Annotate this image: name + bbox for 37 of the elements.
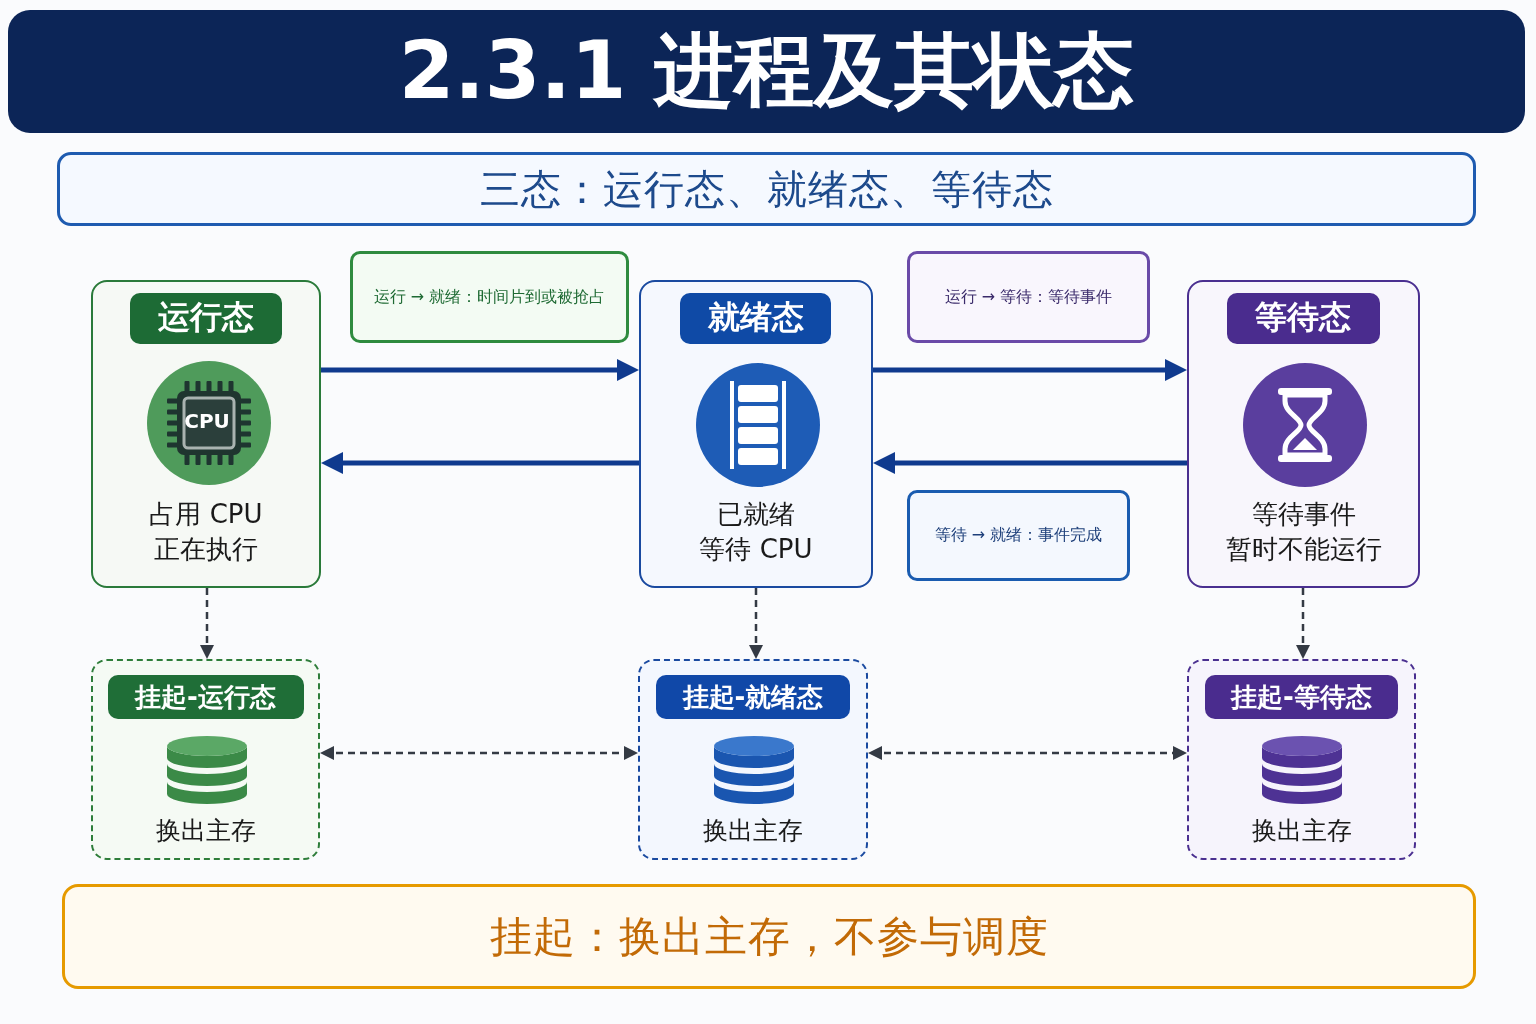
- dashed-arrow: [868, 746, 1187, 760]
- state-box: [639, 280, 873, 588]
- description-text: 换出主存: [703, 816, 803, 846]
- title-banner: 2.3.1 进程及其状态: [8, 10, 1525, 133]
- suspended-state-box: [638, 659, 868, 860]
- description-text: 换出主存: [1251, 816, 1352, 846]
- arrow: [321, 359, 639, 381]
- dashed-arrow: [1296, 588, 1310, 659]
- state-box: [91, 280, 321, 588]
- description-text: 等待事件: [1251, 498, 1356, 531]
- dashed-arrow: [320, 746, 638, 760]
- arrow: [873, 359, 1187, 381]
- description-text: 换出主存: [155, 816, 256, 846]
- state-tag: 等待态: [1226, 292, 1380, 344]
- state-tag: 挂起-等待态: [1205, 675, 1398, 719]
- state-tag: 运行态: [129, 292, 282, 344]
- edge-label: 等待 → 就绪：事件完成: [907, 490, 1130, 581]
- state-tag: 挂起-就绪态: [656, 675, 850, 719]
- description-text: 已就绪: [717, 498, 795, 531]
- note-box: 挂起：换出主存，不参与调度: [62, 884, 1476, 989]
- state-tag: 就绪态: [680, 292, 831, 344]
- arrow: [321, 452, 639, 474]
- description-text: 暂时不能运行: [1225, 533, 1382, 566]
- suspended-state-box: [1187, 659, 1416, 860]
- suspended-state-box: [91, 659, 320, 860]
- edge-label: 运行 → 等待：等待事件: [907, 251, 1150, 343]
- dashed-arrow: [749, 588, 763, 659]
- edge-label: 运行 → 就绪：时间片到或被抢占: [350, 251, 629, 343]
- description-text: 等待 CPU: [699, 533, 813, 566]
- description-text: 占用 CPU: [149, 498, 263, 531]
- heading-box: 三态：运行态、就绪态、等待态: [57, 152, 1476, 226]
- dashed-arrow: [200, 588, 214, 659]
- arrow: [873, 452, 1187, 474]
- state-tag: 挂起-运行态: [107, 675, 304, 719]
- description-text: 正在执行: [154, 533, 258, 566]
- state-box: [1187, 280, 1420, 588]
- chip-label: CPU: [184, 409, 230, 433]
